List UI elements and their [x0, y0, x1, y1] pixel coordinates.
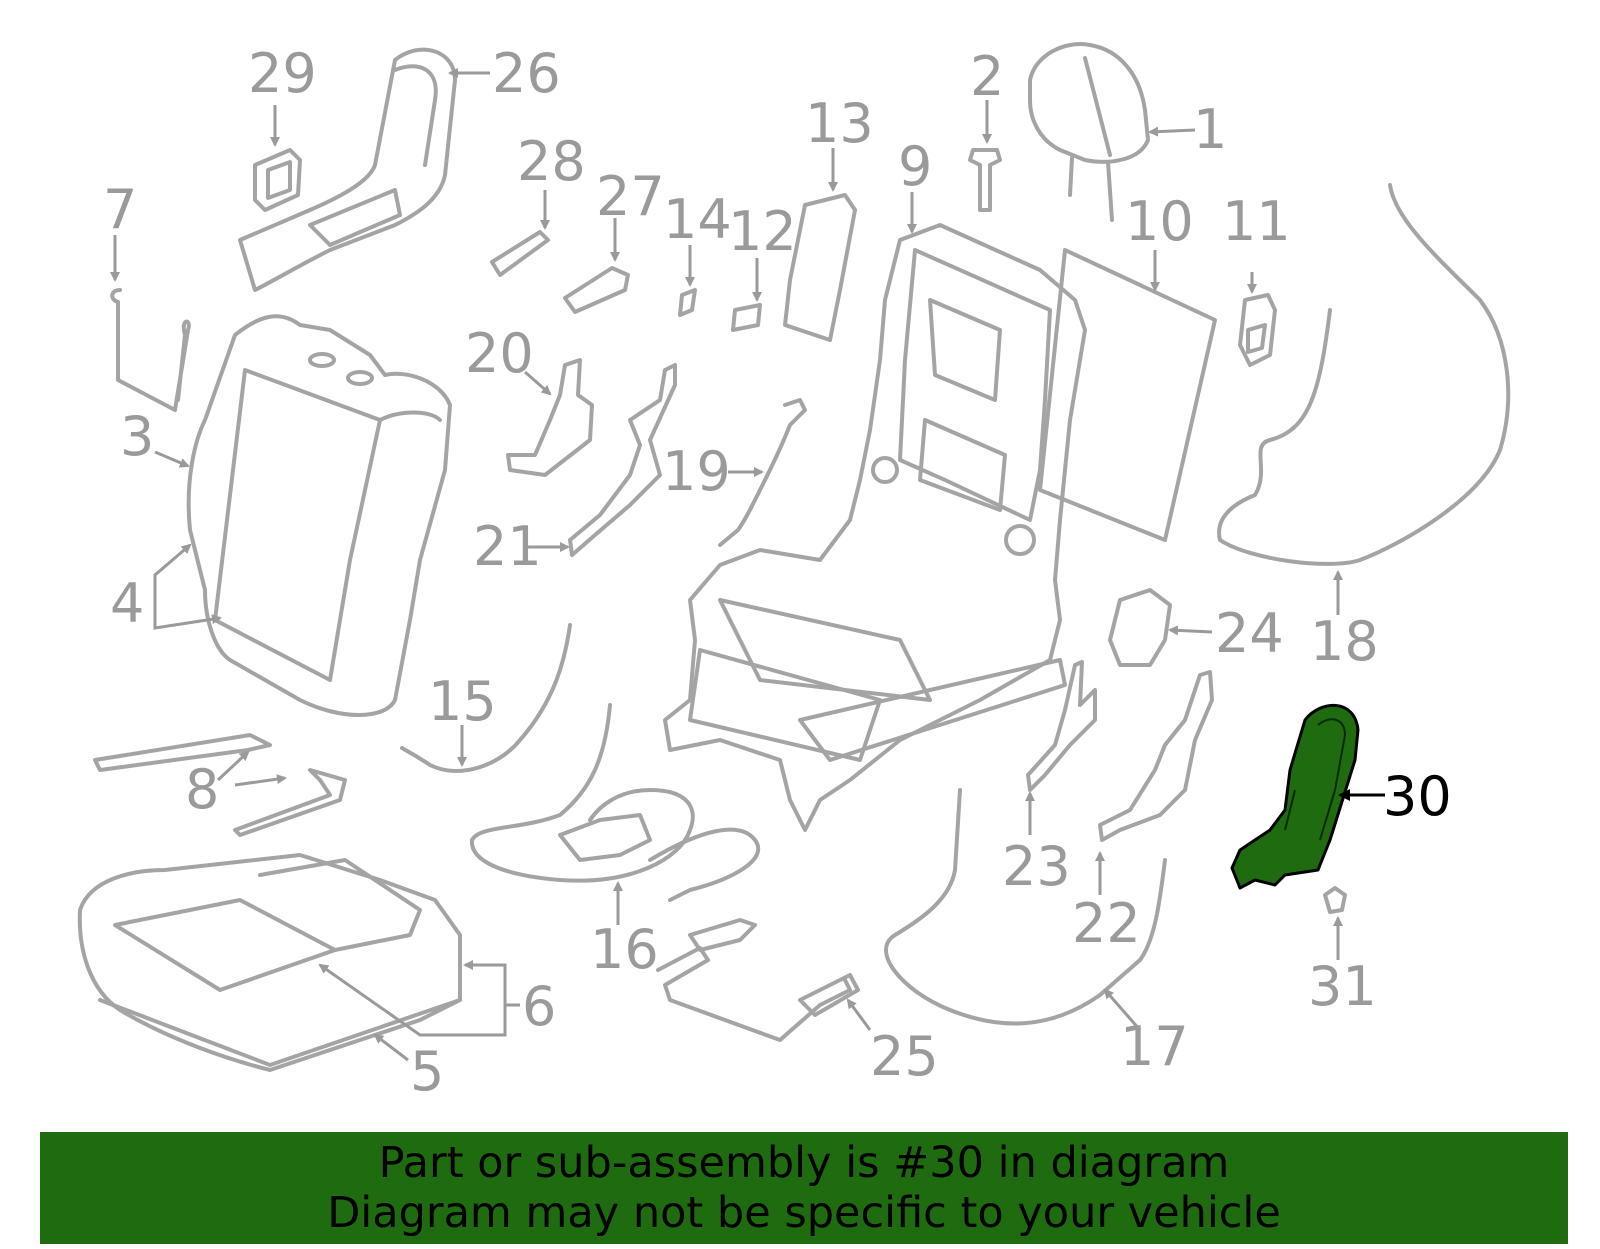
part-20-bracket: [506, 358, 594, 477]
callout-25: 25: [870, 1025, 939, 1088]
callout-3: 3: [120, 405, 154, 468]
callout-14: 14: [663, 188, 732, 251]
callout-8: 8: [185, 758, 219, 821]
callout-26: 26: [492, 42, 561, 105]
banner-line-2: Diagram may not be specific to your vehi…: [327, 1188, 1281, 1238]
part-29-handle: [253, 148, 302, 212]
part-1-headrest: [1028, 42, 1150, 222]
part-18-wire-frame: [1217, 183, 1511, 566]
callout-16: 16: [590, 918, 659, 981]
part-28-trim: [490, 230, 550, 277]
callout-15: 15: [428, 670, 497, 733]
part-21-cover: [568, 363, 677, 557]
part-24-bracket: [1108, 588, 1172, 667]
callout-30: 30: [1383, 765, 1452, 828]
callout-19: 19: [662, 440, 731, 503]
part-23-cover: [1026, 660, 1097, 792]
part-8-wires: [93, 733, 347, 837]
callout-2: 2: [970, 45, 1004, 108]
callout-12: 12: [728, 200, 797, 263]
part-31-clip: [1323, 886, 1347, 914]
part-3-seat-back-cushion: [186, 314, 452, 717]
callout-29: 29: [248, 42, 317, 105]
part-9-seat-frame: [663, 223, 1087, 832]
callout-23: 23: [1002, 835, 1071, 898]
callout-18: 18: [1310, 610, 1379, 673]
seat-parts-diagram: 1 2 3 4 5 6 7 8 9 10 11 12 13 14 15 16 1…: [77, 42, 1511, 1103]
part-7-wire: [110, 288, 191, 412]
callout-27: 27: [596, 165, 665, 228]
part-13-side-cover: [783, 193, 857, 342]
callout-6: 6: [522, 975, 556, 1038]
callout-31: 31: [1308, 955, 1377, 1018]
info-banner: Part or sub-assembly is #30 in diagram D…: [40, 1132, 1568, 1244]
part-10-back-panel: [1038, 248, 1217, 542]
part-26-side-shield: [238, 47, 457, 292]
part-15-cable: [400, 623, 572, 773]
part-2-pin: [968, 148, 1002, 212]
part-19-harness: [718, 398, 807, 547]
part-12-bracket: [731, 303, 762, 332]
part-22-cover: [1098, 670, 1214, 842]
leader-arrows: [110, 68, 1385, 1062]
callout-17: 17: [1120, 1015, 1189, 1078]
callout-5: 5: [410, 1040, 444, 1103]
part-11-latch: [1238, 293, 1277, 367]
callout-13: 13: [805, 92, 874, 155]
callout-labels: 1 2 3 4 5 6 7 8 9 10 11 12 13 14 15 16 1…: [103, 42, 1452, 1103]
part-25-rod: [656, 918, 860, 1042]
callout-9: 9: [898, 135, 932, 198]
part-16-cables: [469, 703, 761, 902]
callout-22: 22: [1072, 892, 1141, 955]
callout-21: 21: [473, 515, 542, 578]
banner-line-1: Part or sub-assembly is #30 in diagram: [378, 1138, 1230, 1188]
part-14-clip: [678, 288, 697, 317]
part-27-lever: [563, 266, 630, 314]
callout-20: 20: [465, 322, 534, 385]
callout-10: 10: [1125, 190, 1194, 253]
callout-11: 11: [1222, 190, 1291, 253]
callout-7: 7: [103, 178, 137, 241]
callout-1: 1: [1193, 98, 1227, 161]
callout-28: 28: [517, 130, 586, 193]
part-30-highlighted-cover: [1230, 704, 1360, 890]
callout-24: 24: [1215, 602, 1284, 665]
part-5-6-seat-cushion: [77, 853, 462, 1072]
part-17-cable-loop: [884, 788, 1167, 1026]
callout-4: 4: [110, 572, 144, 635]
